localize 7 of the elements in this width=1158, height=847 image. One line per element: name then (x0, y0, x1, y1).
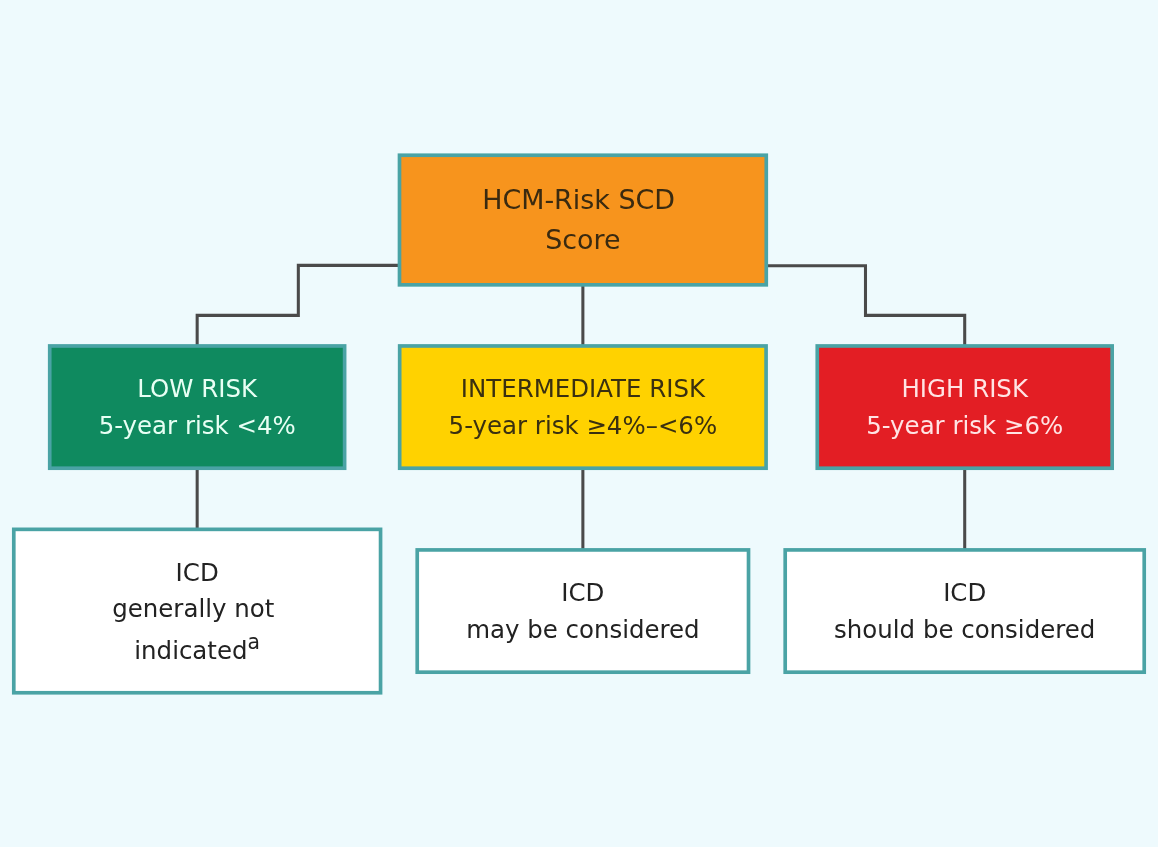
node-box: ICD generally not indicated$^{a}$ (11, 527, 383, 695)
node-box: HCM-Risk SCD Score (397, 152, 769, 287)
node-box: ICD may be considered (415, 547, 751, 674)
node-box: LOW RISK 5-year risk <4% (47, 343, 347, 470)
node-box: INTERMEDIATE RISK 5-year risk ≥4%–<6% (397, 343, 768, 470)
node-box: ICD should be considered (783, 547, 1147, 674)
node-box: HIGH RISK 5-year risk ≥6% (815, 343, 1114, 470)
